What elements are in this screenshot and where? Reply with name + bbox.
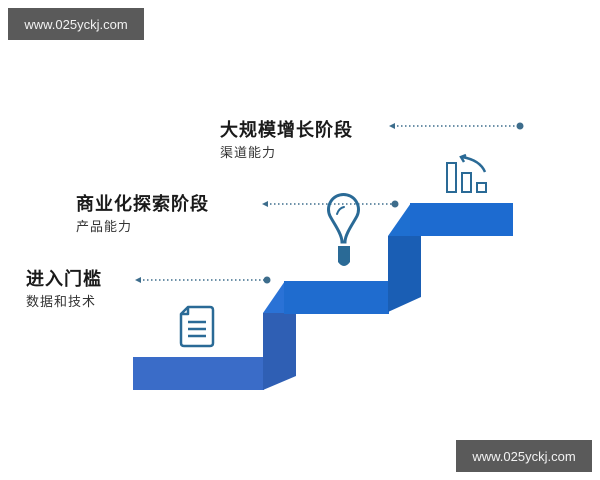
stage-1-title: 进入门槛 <box>26 269 102 290</box>
stage-2-title: 商业化探索阶段 <box>76 194 209 215</box>
watermark-top-left: www.025yckj.com <box>8 8 144 40</box>
connector-stage-3 <box>389 122 524 130</box>
step-2-riser <box>388 236 421 312</box>
stage-3-title: 大规模增长阶段 <box>220 120 353 141</box>
stage-1-subtitle: 数据和技术 <box>26 295 97 310</box>
stage-3-subtitle: 渠道能力 <box>220 146 277 161</box>
step-3-front <box>410 203 513 236</box>
step-1-riser <box>263 313 296 390</box>
lightbulb-icon <box>327 193 360 266</box>
stage-2-subtitle: 产品能力 <box>76 220 133 235</box>
document-icon <box>179 305 215 348</box>
step-2-front <box>284 281 389 314</box>
watermark-bottom-right: www.025yckj.com <box>456 440 592 472</box>
chart-growth-icon <box>446 153 487 193</box>
step-1-front <box>133 357 264 390</box>
connector-stage-1 <box>135 276 271 284</box>
